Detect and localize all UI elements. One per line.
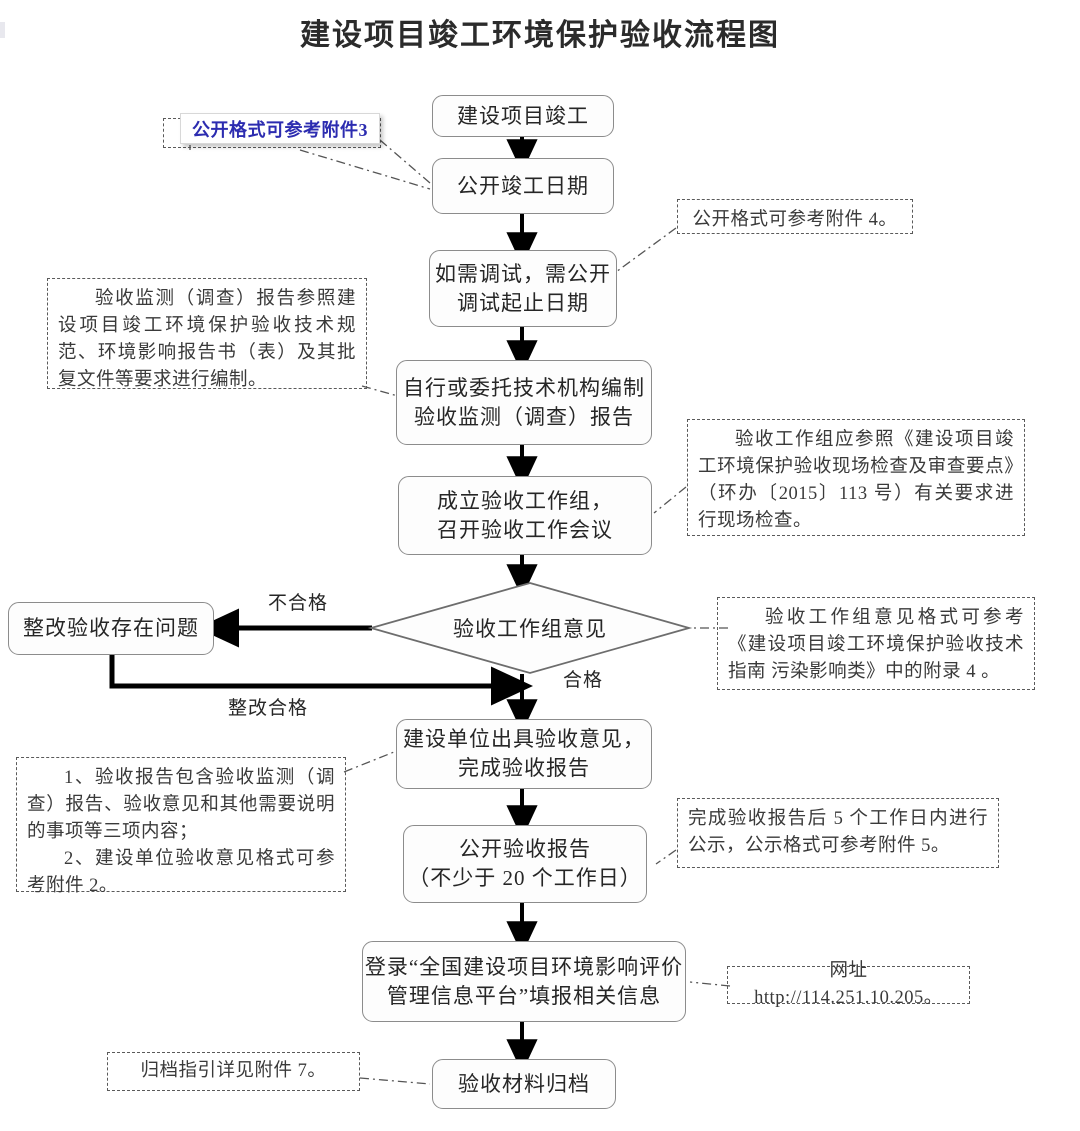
note-text: 验收工作组意见格式可参考《建设项目竣工环境保护验收技术指南 污染影响类》中的附录… — [728, 608, 1024, 682]
note-publicity-within-5-days: 完成验收报告后 5 个工作日内进行公示，公示格式可参考附件 5。 — [677, 798, 999, 868]
note-text-line-1: 1、验收报告包含验收监测（调查）报告、验收意见和其他需要说明的事项等三项内容； — [27, 768, 335, 842]
note-archiving-guide: 归档指引详见附件 7。 — [107, 1052, 360, 1091]
node-label: 验收材料归档 — [458, 1071, 590, 1096]
node-label: 整改验收存在问题 — [23, 616, 199, 641]
node-publish-acceptance-report[interactable]: 公开验收报告 （不少于 20 个工作日） — [403, 825, 647, 903]
node-label: 建设单位出具验收意见， 完成验收报告 — [403, 727, 645, 780]
note-text: 归档指引详见附件 7。 — [140, 1061, 327, 1081]
node-label: 成立验收工作组， 召开验收工作会议 — [437, 488, 613, 542]
node-label: 登录“全国建设项目环境影响评价 管理信息平台”填报相关信息 — [364, 954, 684, 1008]
edge-label-fail: 不合格 — [268, 593, 329, 614]
note-platform-url: 网址 http://114.251.10.205。 — [727, 961, 970, 1008]
page-edge-marker — [0, 22, 5, 38]
node-form-acceptance-team[interactable]: 成立验收工作组， 召开验收工作会议 — [398, 476, 652, 555]
note-acceptance-report-contents: 1、验收报告包含验收监测（调查）报告、验收意见和其他需要说明的事项等三项内容； … — [16, 757, 346, 896]
note-acceptance-monitoring-report-standard: 验收监测（调查）报告参照建设项目竣工环境保护验收技术规范、环境影响报告书（表）及… — [47, 278, 367, 390]
node-label: 公开竣工日期 — [457, 173, 589, 198]
node-label: 验收工作组意见 — [453, 617, 607, 641]
note-publish-format-attachment-3: 公开格式可参考附件3 — [180, 113, 380, 144]
note-text-line-2: 2、建设单位验收意见格式可参考附件 2。 — [27, 849, 335, 896]
node-label: 自行或委托技术机构编制 验收监测（调查）报告 — [403, 375, 645, 429]
note-text: 完成验收报告后 5 个工作日内进行公示，公示格式可参考附件 5。 — [688, 809, 988, 856]
node-publish-completion-date[interactable]: 公开竣工日期 — [432, 158, 614, 214]
node-prepare-acceptance-report[interactable]: 自行或委托技术机构编制 验收监测（调查）报告 — [396, 360, 652, 445]
note-team-site-inspection-basis: 验收工作组应参照《建设项目竣工环境保护验收现场检查及审查要点》（环办〔2015〕… — [687, 419, 1025, 536]
node-publish-commissioning-dates[interactable]: 如需调试，需公开 调试起止日期 — [429, 250, 617, 327]
node-label: 建设项目竣工 — [457, 103, 589, 128]
page-title: 建设项目竣工环境保护验收流程图 — [300, 19, 780, 52]
note-text: 网址 http://114.251.10.205。 — [754, 961, 943, 1008]
note-text: 验收监测（调查）报告参照建设项目竣工环境保护验收技术规范、环境影响报告书（表）及… — [58, 289, 356, 390]
node-acceptance-team-opinion[interactable]: 验收工作组意见 — [367, 582, 693, 674]
node-project-completion[interactable]: 建设项目竣工 — [432, 95, 614, 137]
note-publish-format-attachment-4: 公开格式可参考附件 4。 — [677, 199, 913, 234]
note-text: 公开格式可参考附件 4。 — [692, 210, 898, 230]
edge-label-pass: 合格 — [563, 670, 604, 691]
node-label: 如需调试，需公开 调试起止日期 — [435, 261, 611, 315]
edge-label-rectified: 整改合格 — [228, 698, 309, 719]
note-opinion-format-reference: 验收工作组意见格式可参考《建设项目竣工环境保护验收技术指南 污染影响类》中的附录… — [717, 597, 1035, 690]
diamond-shape — [367, 582, 693, 674]
note-text: 验收工作组应参照《建设项目竣工环境保护验收现场检查及审查要点》（环办〔2015〕… — [698, 430, 1014, 531]
note-text: 公开格式可参考附件3 — [192, 119, 368, 140]
node-issue-acceptance-opinion[interactable]: 建设单位出具验收意见， 完成验收报告 — [396, 719, 652, 789]
node-rectify-issues[interactable]: 整改验收存在问题 — [8, 602, 214, 655]
node-archive-materials[interactable]: 验收材料归档 — [432, 1059, 616, 1109]
node-login-platform[interactable]: 登录“全国建设项目环境影响评价 管理信息平台”填报相关信息 — [362, 941, 686, 1022]
node-label: 公开验收报告 （不少于 20 个工作日） — [408, 837, 642, 890]
